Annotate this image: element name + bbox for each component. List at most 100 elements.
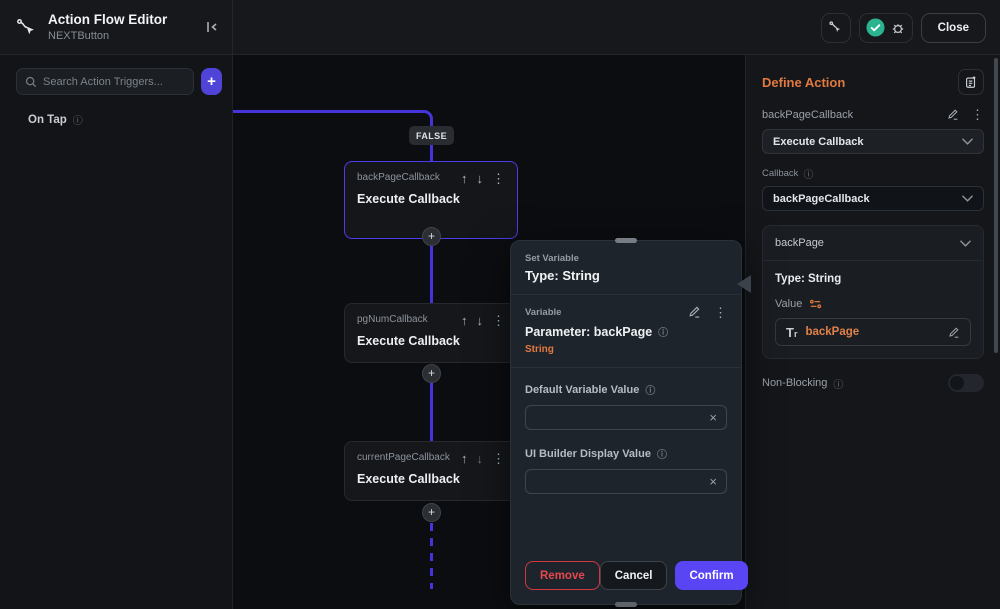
plus-icon: + <box>427 505 435 519</box>
chevron-down-icon <box>962 195 973 202</box>
modal-title: Type: String <box>525 268 600 283</box>
chevron-down-icon <box>962 138 973 145</box>
flow-line-corner <box>424 110 433 123</box>
display-value-label: UI Builder Display Value <box>525 447 651 460</box>
cancel-button[interactable]: Cancel <box>599 561 668 590</box>
move-up-icon[interactable]: ↑ <box>461 451 468 466</box>
value-text: backPage <box>805 326 860 338</box>
plus-icon: + <box>427 229 435 243</box>
toggle-knob <box>950 376 964 390</box>
add-action-button[interactable]: + <box>422 503 441 522</box>
callback-label: Callback <box>762 168 799 179</box>
action-type-select[interactable]: Execute Callback <box>762 129 984 154</box>
define-action-panel: Define Action backPageCallback ⋮ Execute… <box>745 55 1000 609</box>
validation-status-group <box>858 12 913 43</box>
parameter-type-label: Type: String <box>775 273 842 285</box>
modal-drag-handle[interactable] <box>615 238 637 243</box>
pencil-icon[interactable] <box>947 326 960 339</box>
header-bar: Action Flow Editor NEXTButton <box>0 0 1000 55</box>
copy-action-button[interactable] <box>958 69 984 95</box>
remove-button[interactable]: Remove <box>525 561 600 590</box>
triggers-sidebar: + On Tap ⓘ <box>0 55 233 609</box>
move-up-icon[interactable]: ↑ <box>461 313 468 328</box>
clear-icon[interactable]: × <box>709 474 717 489</box>
non-blocking-label: Non-Blocking <box>762 377 828 389</box>
chevron-down-icon <box>960 239 971 247</box>
panel-title: Define Action <box>762 74 846 90</box>
value-field[interactable]: Tr backPage <box>775 318 971 346</box>
panel-scrollbar[interactable] <box>994 58 998 353</box>
flow-line-vertical <box>430 373 433 441</box>
header-title-block: Action Flow Editor NEXTButton <box>0 0 233 55</box>
pencil-icon[interactable] <box>946 108 959 121</box>
flow-node-currentpagecallback[interactable]: currentPageCallback ↑ ↓ ⋮ Execute Callba… <box>344 441 518 501</box>
info-icon: ⓘ <box>72 116 83 127</box>
set-variable-modal: Set Variable Type: String Variable ⋮ Par… <box>510 238 748 607</box>
divider <box>511 294 741 295</box>
variable-section-label: Variable <box>525 306 562 318</box>
divider <box>763 260 983 261</box>
flow-test-button[interactable] <box>820 12 851 43</box>
info-icon: ⓘ <box>656 450 667 461</box>
display-value-field: × <box>525 469 727 494</box>
clear-icon[interactable]: × <box>709 410 717 425</box>
parameter-card-header[interactable]: backPage <box>763 226 983 260</box>
branch-false-badge: FALSE <box>409 126 454 145</box>
kebab-menu-icon[interactable]: ⋮ <box>492 313 505 328</box>
display-value-input[interactable] <box>535 475 710 488</box>
node-action-label: Execute Callback <box>357 472 460 486</box>
callback-select[interactable]: backPageCallback <box>762 186 984 211</box>
move-down-icon[interactable]: ↓ <box>476 171 484 186</box>
move-down-icon[interactable]: ↓ <box>476 451 484 466</box>
add-trigger-button[interactable]: + <box>201 68 222 95</box>
flow-line-dashed <box>430 523 433 589</box>
non-blocking-toggle[interactable] <box>948 374 984 392</box>
plus-icon: + <box>207 73 216 90</box>
move-up-icon[interactable]: ↑ <box>461 171 468 186</box>
page-subtitle: NEXTButton <box>48 29 110 42</box>
node-name: pgNumCallback <box>357 314 428 325</box>
node-name: currentPageCallback <box>357 452 450 463</box>
flow-line-vertical <box>430 237 433 303</box>
kebab-menu-icon[interactable]: ⋮ <box>492 171 505 186</box>
search-input[interactable] <box>43 75 185 88</box>
plus-icon: + <box>427 366 435 380</box>
node-action-label: Execute Callback <box>357 192 460 206</box>
variable-type-badge: String <box>525 344 554 355</box>
flow-line-horizontal <box>233 110 424 113</box>
default-value-field: × <box>525 405 727 430</box>
modal-resize-handle[interactable] <box>615 602 637 607</box>
confirm-button[interactable]: Confirm <box>675 561 748 590</box>
info-icon: ⓘ <box>803 170 814 181</box>
edit-variable-button[interactable] <box>687 305 701 319</box>
copy-plus-icon <box>966 76 976 88</box>
trigger-item-on-tap[interactable]: On Tap ⓘ <box>28 112 222 128</box>
callback-value: backPageCallback <box>773 192 870 205</box>
collapse-left-icon <box>207 22 217 32</box>
panel-pointer-arrow <box>737 275 751 293</box>
set-variable-icon <box>810 299 822 309</box>
default-value-label: Default Variable Value <box>525 383 640 396</box>
kebab-menu-icon[interactable]: ⋮ <box>492 451 505 466</box>
bug-icon[interactable] <box>890 20 906 36</box>
kebab-menu-icon[interactable]: ⋮ <box>971 107 984 122</box>
flow-cursor-icon <box>17 18 34 34</box>
default-value-input[interactable] <box>535 411 710 424</box>
flow-node-pgnumcallback[interactable]: pgNumCallback ↑ ↓ ⋮ Execute Callback <box>344 303 518 363</box>
add-action-button[interactable]: + <box>422 364 441 383</box>
info-icon: ⓘ <box>833 379 844 391</box>
parameter-card: backPage Type: String Value Tr backPa <box>762 225 984 359</box>
modal-kicker: Set Variable <box>525 253 579 264</box>
add-action-button[interactable]: + <box>422 227 441 246</box>
text-type-icon: Tr <box>786 324 798 340</box>
pencil-icon <box>689 306 700 318</box>
variable-menu-button[interactable]: ⋮ <box>714 306 727 319</box>
page-title: Action Flow Editor <box>48 12 168 28</box>
info-icon: ⓘ <box>658 328 669 339</box>
close-button[interactable]: Close <box>920 12 986 43</box>
search-box <box>16 68 194 95</box>
collapse-panel-button[interactable] <box>203 17 223 37</box>
move-down-icon[interactable]: ↓ <box>476 313 484 328</box>
parameter-name: backPage <box>775 237 824 249</box>
value-label: Value <box>775 298 803 310</box>
